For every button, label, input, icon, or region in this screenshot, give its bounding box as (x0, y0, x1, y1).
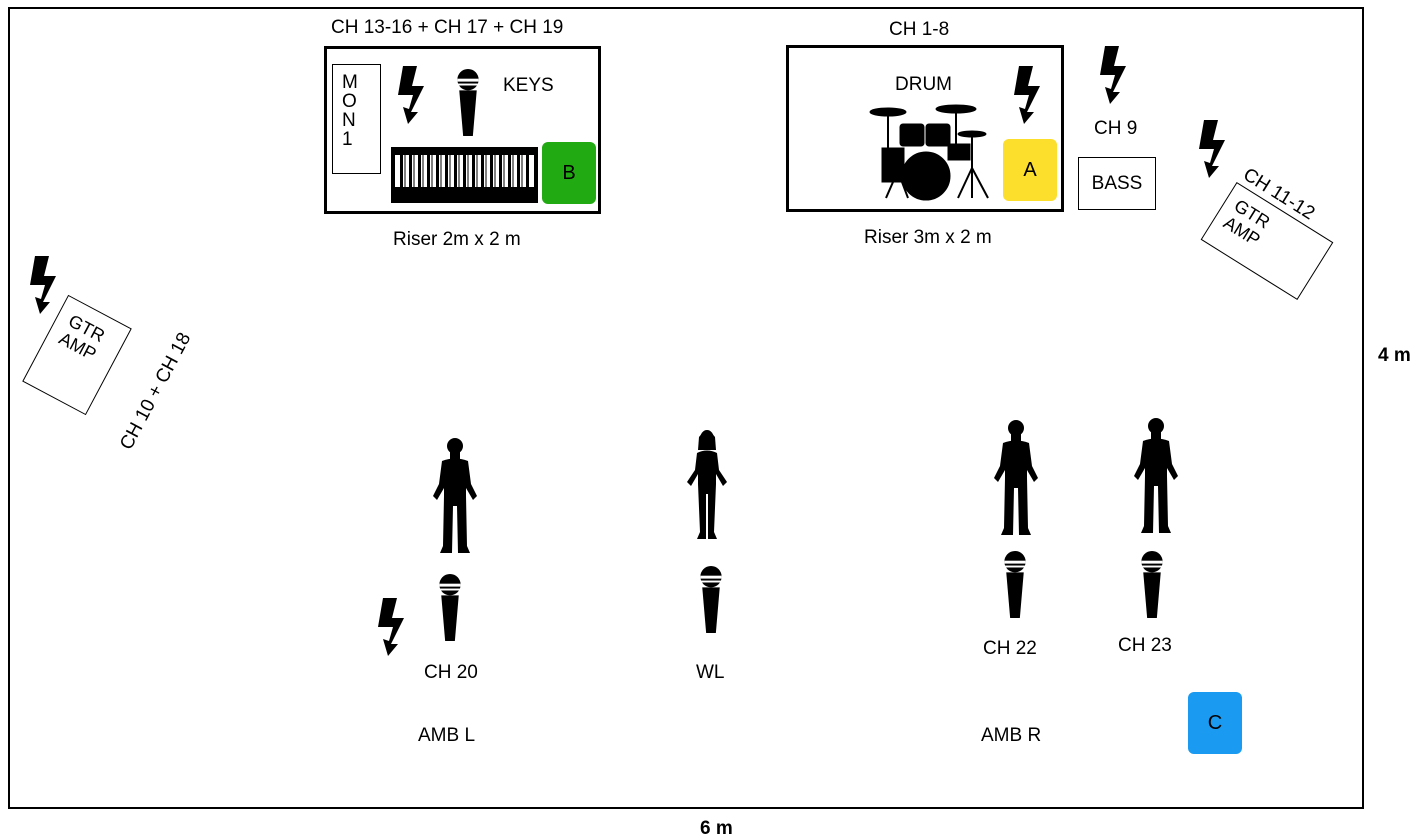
mic-label-ch20: CH 20 (424, 662, 478, 683)
marker-c-label: C (1207, 711, 1223, 734)
stage-depth-label: 4 m (1378, 345, 1411, 366)
mic-label-wl: WL (696, 662, 725, 683)
stage-outline (8, 7, 1364, 809)
marker-a-label: A (1023, 158, 1037, 181)
mon-letter: 1 (342, 129, 353, 150)
power-icon (378, 598, 404, 656)
ambient-left-label: AMB L (418, 725, 476, 746)
keys-channel-label: CH 13-16 + CH 17 + CH 19 (331, 17, 564, 38)
marker-b-label: B (562, 161, 576, 184)
mon-letter: O (342, 91, 357, 112)
male-performer-icon (1134, 418, 1178, 533)
mon-letter: N (342, 110, 356, 131)
monitor-1: M O N 1 (332, 64, 381, 174)
drum-label: DRUM (895, 74, 952, 95)
power-icon (1014, 66, 1040, 124)
marker-b: B (542, 142, 596, 204)
microphone-icon (1004, 550, 1026, 618)
male-performer-icon (994, 420, 1038, 535)
power-icon (1199, 120, 1225, 178)
mic-label-ch22: CH 22 (983, 638, 1037, 659)
microphone-icon (439, 573, 461, 641)
mon-letter: M (342, 72, 358, 93)
power-icon (398, 66, 424, 124)
ambient-right-label: AMB R (981, 725, 1042, 746)
male-performer-icon (433, 438, 477, 553)
microphone-icon (700, 565, 722, 633)
marker-c: C (1188, 692, 1242, 754)
drum-kit-icon (869, 104, 989, 201)
drum-riser-label: Riser 3m x 2 m (864, 227, 992, 248)
microphone-icon (1141, 550, 1163, 618)
bass-label: BASS (1091, 172, 1143, 194)
bass-amp: BASS (1078, 157, 1156, 210)
power-icon (1100, 46, 1126, 104)
power-icon (30, 256, 56, 314)
bass-channel-label: CH 9 (1094, 118, 1138, 139)
microphone-icon (457, 68, 479, 136)
female-performer-icon (687, 430, 727, 539)
stage-width-label: 6 m (700, 818, 733, 839)
keys-riser-label: Riser 2m x 2 m (393, 229, 521, 250)
mic-label-ch23: CH 23 (1118, 635, 1172, 656)
keyboard-icon (391, 147, 538, 203)
keys-label: KEYS (503, 75, 554, 96)
drum-channel-label: CH 1-8 (889, 19, 950, 40)
marker-a: A (1003, 139, 1057, 201)
